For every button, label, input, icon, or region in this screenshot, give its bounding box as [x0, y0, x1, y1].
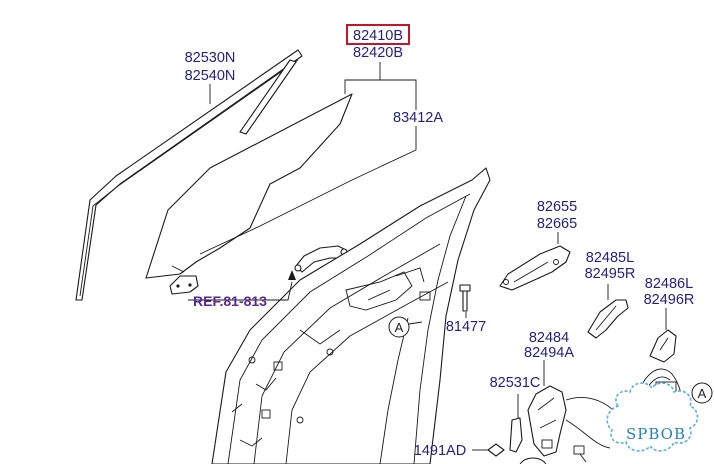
glass-bracket [169, 275, 199, 295]
label-glass-run-front: 82530N [185, 50, 236, 66]
door-glass [145, 93, 353, 279]
label-handle-cover-r: 82495R [585, 266, 636, 282]
label-glass-run-rear: 82540N [185, 68, 236, 84]
callout-a-right: A [691, 382, 713, 404]
callout-a-left-text: A [395, 320, 404, 335]
label-handle-cover-l2: 82486L [645, 276, 693, 292]
label-glass-lh: 82410B [353, 28, 403, 44]
latch-assembly-part [527, 385, 621, 457]
callout-a-right-text: A [698, 386, 707, 401]
label-handle-cover-l: 82485L [586, 250, 634, 266]
glass-run-channel [75, 49, 303, 301]
label-regulator-rear: 82665 [537, 216, 577, 232]
highlight-box [346, 24, 410, 45]
label-glass-rh: 82420B [353, 45, 403, 61]
label-handle-cover-r2: 82496R [644, 292, 695, 308]
label-handle-assy-front: 82484 [529, 330, 569, 346]
label-handle-assy-rear: 82494A [524, 345, 574, 361]
handle-cover-part [587, 299, 629, 339]
label-bolt: 81477 [446, 319, 486, 335]
clip-part [487, 443, 505, 457]
door-panel [211, 167, 491, 464]
watermark-badge: SPBOB [606, 382, 699, 452]
inside-handle-part [499, 245, 571, 291]
leader-lines [188, 62, 667, 451]
label-reference: REF.81-813 [193, 293, 267, 309]
label-striker: 82531C [490, 375, 541, 391]
bolt-part [459, 284, 471, 312]
callout-a-left: A [388, 316, 423, 338]
label-regulator-front: 82655 [537, 199, 577, 215]
label-glass-channel: 83412A [393, 110, 443, 126]
striker-part [509, 417, 523, 453]
label-clip: 1491AD [414, 443, 466, 459]
handle-cap-part [649, 329, 677, 363]
bottom-parts [519, 445, 587, 464]
watermark-text: SPBOB [626, 425, 686, 443]
